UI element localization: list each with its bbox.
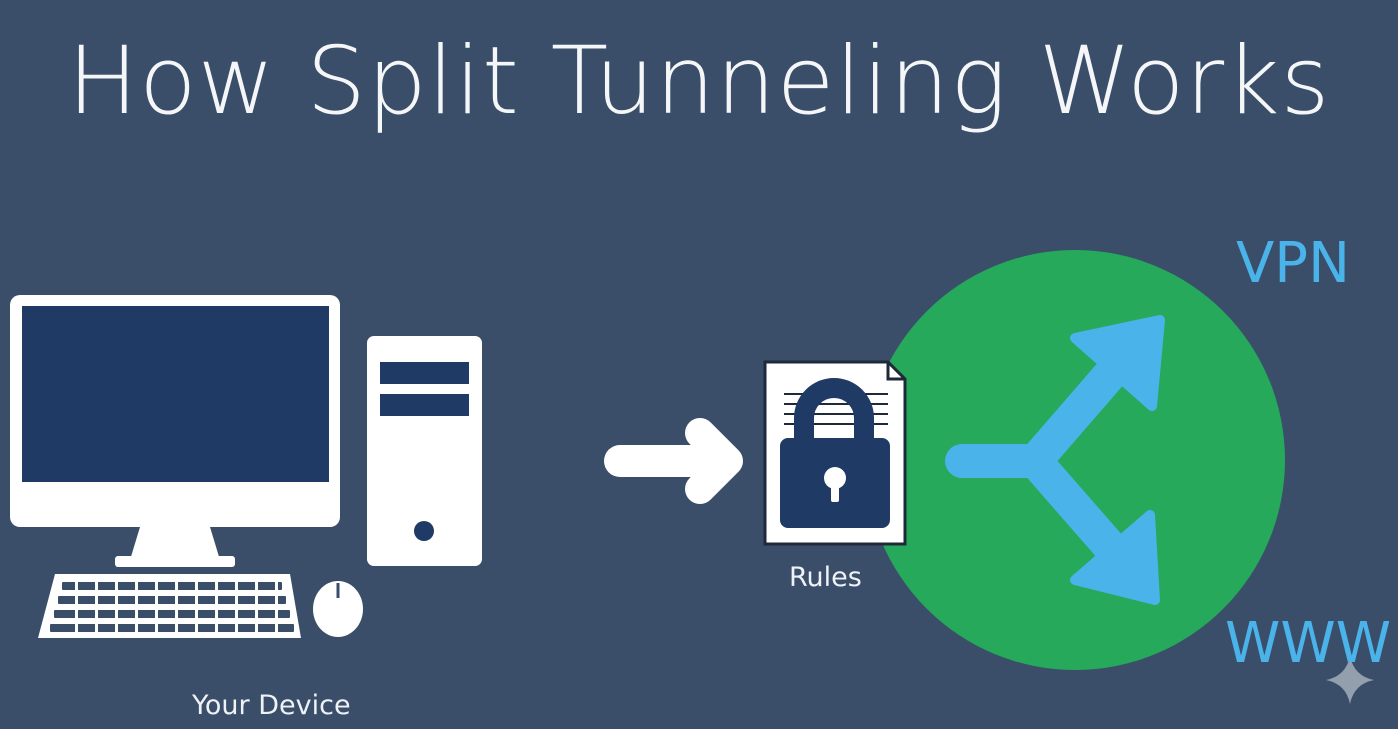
computer-tower: [367, 336, 482, 566]
monitor-base: [115, 556, 235, 567]
mouse: [313, 581, 363, 637]
split-arrow-icon: [945, 315, 1165, 605]
monitor-screen: [22, 306, 329, 482]
monitor-stand: [130, 527, 220, 560]
keyboard: [38, 574, 301, 638]
rules-label: Rules: [789, 562, 862, 593]
sparkle-icon: [1326, 656, 1374, 704]
device-label: Your Device: [192, 690, 351, 721]
www-label: WWW: [1225, 611, 1392, 676]
vpn-label: VPN: [1236, 231, 1350, 296]
desktop-computer-icon: [10, 295, 482, 638]
right-arrow-icon: [604, 418, 743, 504]
lock-document-icon: [763, 360, 907, 546]
router-circle: [865, 250, 1285, 670]
diagram-title: How Split Tunneling Works: [67, 27, 1331, 136]
monitor: [10, 295, 340, 567]
